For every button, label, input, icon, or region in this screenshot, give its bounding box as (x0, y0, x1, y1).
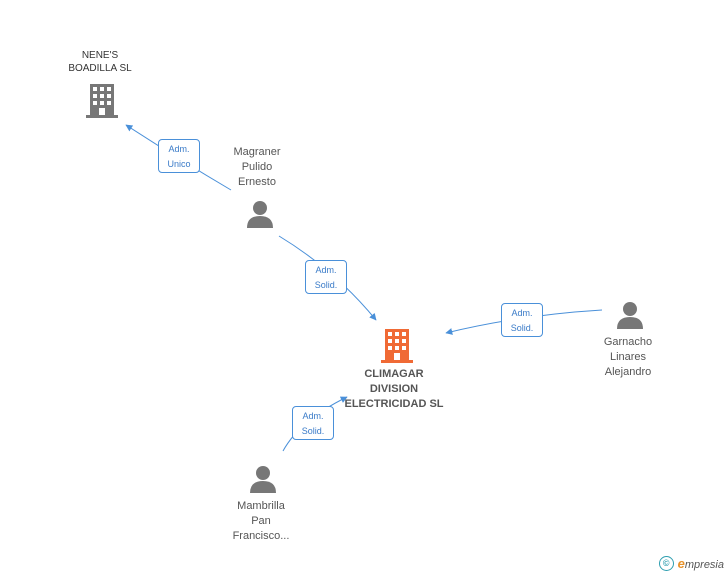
edge-label-line: Adm. (315, 265, 337, 275)
footer-brand[interactable]: © empresia (658, 556, 724, 571)
node-label-mambrilla[interactable]: Mambrilla Pan Francisco... (221, 499, 301, 544)
label-line: BOADILLA SL (68, 63, 132, 74)
building-icon[interactable] (86, 84, 118, 118)
brand-initial: e (677, 556, 685, 571)
edge-label-line: Adm. (302, 411, 324, 421)
node-label-nenes[interactable]: NENE'S BOADILLA SL (50, 49, 150, 75)
edge-label-line: Solid. (301, 426, 325, 436)
edge-label-line: Adm. (511, 308, 533, 318)
edge-label-magraner-main[interactable]: Adm. Solid. (305, 260, 347, 294)
edge-label-line: Solid. (510, 323, 534, 333)
edge-label-magraner-nenes[interactable]: Adm. Unico (158, 139, 200, 173)
brand-name: mpresia (684, 559, 724, 571)
brand-logo: empresia (678, 556, 724, 571)
label-line: DIVISION (369, 383, 419, 395)
label-line: Pan (251, 515, 271, 527)
node-label-magraner[interactable]: Magraner Pulido Ernesto (217, 145, 297, 190)
edge-label-line: Solid. (314, 280, 338, 290)
label-line: NENE'S (81, 50, 119, 61)
person-icon[interactable] (617, 302, 643, 329)
edge-label-line: Adm. (168, 144, 190, 154)
edge-label-mambrilla-main[interactable]: Adm. Solid. (292, 406, 334, 440)
label-line: Linares (609, 351, 647, 363)
edge-label-garnacho-main[interactable]: Adm. Solid. (501, 303, 543, 337)
label-line: Ernesto (238, 176, 276, 188)
person-icon[interactable] (247, 201, 273, 228)
copyright-icon: © (658, 556, 674, 571)
label-line: Pulido (241, 161, 273, 173)
node-label-main[interactable]: CLIMAGAR DIVISION ELECTRICIDAD SL (334, 367, 454, 412)
label-line: Francisco... (232, 530, 290, 542)
person-icon[interactable] (250, 466, 276, 493)
label-line: Alejandro (604, 366, 652, 378)
label-line: ELECTRICIDAD SL (344, 398, 444, 410)
main-building-icon[interactable] (381, 329, 413, 363)
label-line: Garnacho (603, 336, 653, 348)
edge-label-line: Unico (167, 159, 191, 169)
label-line: Magraner (233, 146, 281, 158)
label-line: CLIMAGAR (364, 368, 424, 380)
label-line: Mambrilla (237, 500, 285, 512)
node-label-garnacho[interactable]: Garnacho Linares Alejandro (588, 335, 668, 380)
